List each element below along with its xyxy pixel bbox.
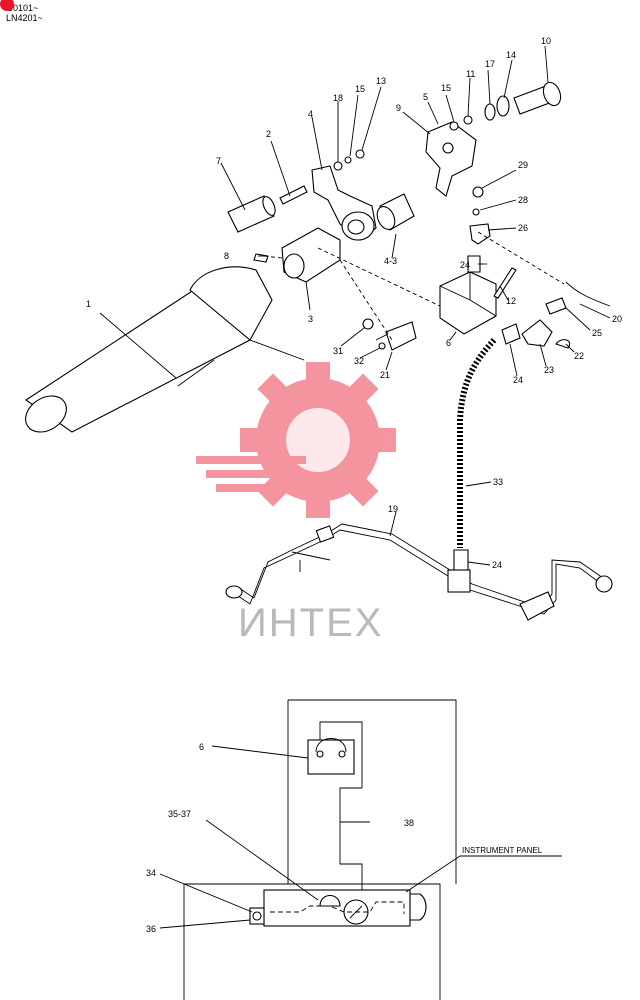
part-33-hose [457,337,497,548]
part-12-bolt [493,267,517,299]
label-part-26: 26 [518,223,528,233]
part-10-bolt [513,81,562,115]
part-4-3-bushing [376,193,415,231]
part-24-fitting-b [501,323,521,345]
label-part-28: 28 [518,195,528,205]
label-part-5: 5 [423,92,428,102]
red-corner-badge [0,0,14,11]
model-code-2: LN4201~ [6,13,43,23]
label-part-17: 17 [485,59,495,69]
label-part-29: 29 [518,160,528,170]
label-part-22: 22 [574,351,584,361]
part-18-washer [333,161,343,171]
part-29-nut [472,186,484,198]
label-part-15-b: 15 [441,83,451,93]
model-code-1: G0101~ [6,3,39,13]
part-31-nut [362,318,374,330]
label-part-2: 2 [266,129,271,139]
part-14-washer [496,95,510,117]
watermark-logo [196,362,396,518]
speed-lines-icon [196,456,306,492]
label-part-32: 32 [354,356,364,366]
model-header: G0101~ LN4201~ [0,0,43,23]
gear-icon [240,362,396,518]
label-part-7: 7 [216,156,221,166]
label-part-24-c: 24 [492,560,502,570]
part-11-nut [463,115,473,125]
part-7-roller [227,195,276,233]
wiring-leader-lines [159,745,562,929]
wiring-frame [183,699,457,1000]
label-sender-6: 6 [199,742,204,752]
label-part-3: 3 [308,314,313,324]
part-32-washer [378,342,386,350]
part-16-nut [449,121,459,131]
part-24-fitting-c [453,549,469,571]
label-part-18: 18 [333,93,343,103]
label-instrument-panel: INSTRUMENT PANEL [462,846,543,855]
part-4-lever [311,165,377,241]
part-25-fitting [545,297,567,315]
part-17-washer [484,103,496,121]
label-part-4: 4 [308,109,313,119]
part-13-nut [355,149,365,159]
label-wire-38: 38 [404,818,414,828]
part-19-pipe [225,523,613,621]
part-8-pin [253,253,269,263]
part-2-pin [279,185,308,205]
part-23-switch [521,319,553,347]
label-part-33: 33 [493,477,503,487]
label-part-24-a: 24 [460,260,470,270]
label-part-23: 23 [544,365,554,375]
label-part-10: 10 [541,36,551,46]
part-3-block [281,227,341,283]
part-6-sender [439,271,497,335]
label-part-8: 8 [224,251,229,261]
label-part-24-b: 24 [513,375,523,385]
label-bulb-34: 34 [146,868,156,878]
label-part-21: 21 [380,370,390,380]
label-socket-36: 36 [146,924,156,934]
label-part-11: 11 [466,69,475,79]
part-21-bracket [385,321,417,351]
part-24-fitting-a [467,255,481,273]
watermark-text: ИНТЕХ [238,601,383,645]
label-part-6: 6 [446,338,451,348]
label-part-9: 9 [396,103,401,113]
part-20-pipe [565,281,611,307]
label-part-15-a: 15 [355,84,365,94]
gear-hole-icon [286,408,350,472]
label-part-1: 1 [86,299,91,309]
part-22-clip [555,339,571,349]
label-part-31: 31 [333,346,343,356]
part-15-washer [344,156,352,164]
sender-unit [307,721,363,788]
label-part-13: 13 [376,76,386,86]
label-part-12: 12 [506,296,516,306]
label-part-19: 19 [388,504,398,514]
label-part-20: 20 [612,314,622,324]
part-28-washer [472,208,480,216]
part-1-tube [25,266,305,433]
label-part-14: 14 [506,50,516,60]
label-part-4-3: 4-3 [384,256,397,266]
leader-lines [99,45,611,566]
label-part-25: 25 [592,328,602,338]
wire-38 [339,787,363,910]
label-gauge-35-37: 35-37 [168,809,191,819]
part-5-bracket [425,121,477,197]
part-26-fitting [469,223,491,245]
instrument-panel [249,889,427,927]
